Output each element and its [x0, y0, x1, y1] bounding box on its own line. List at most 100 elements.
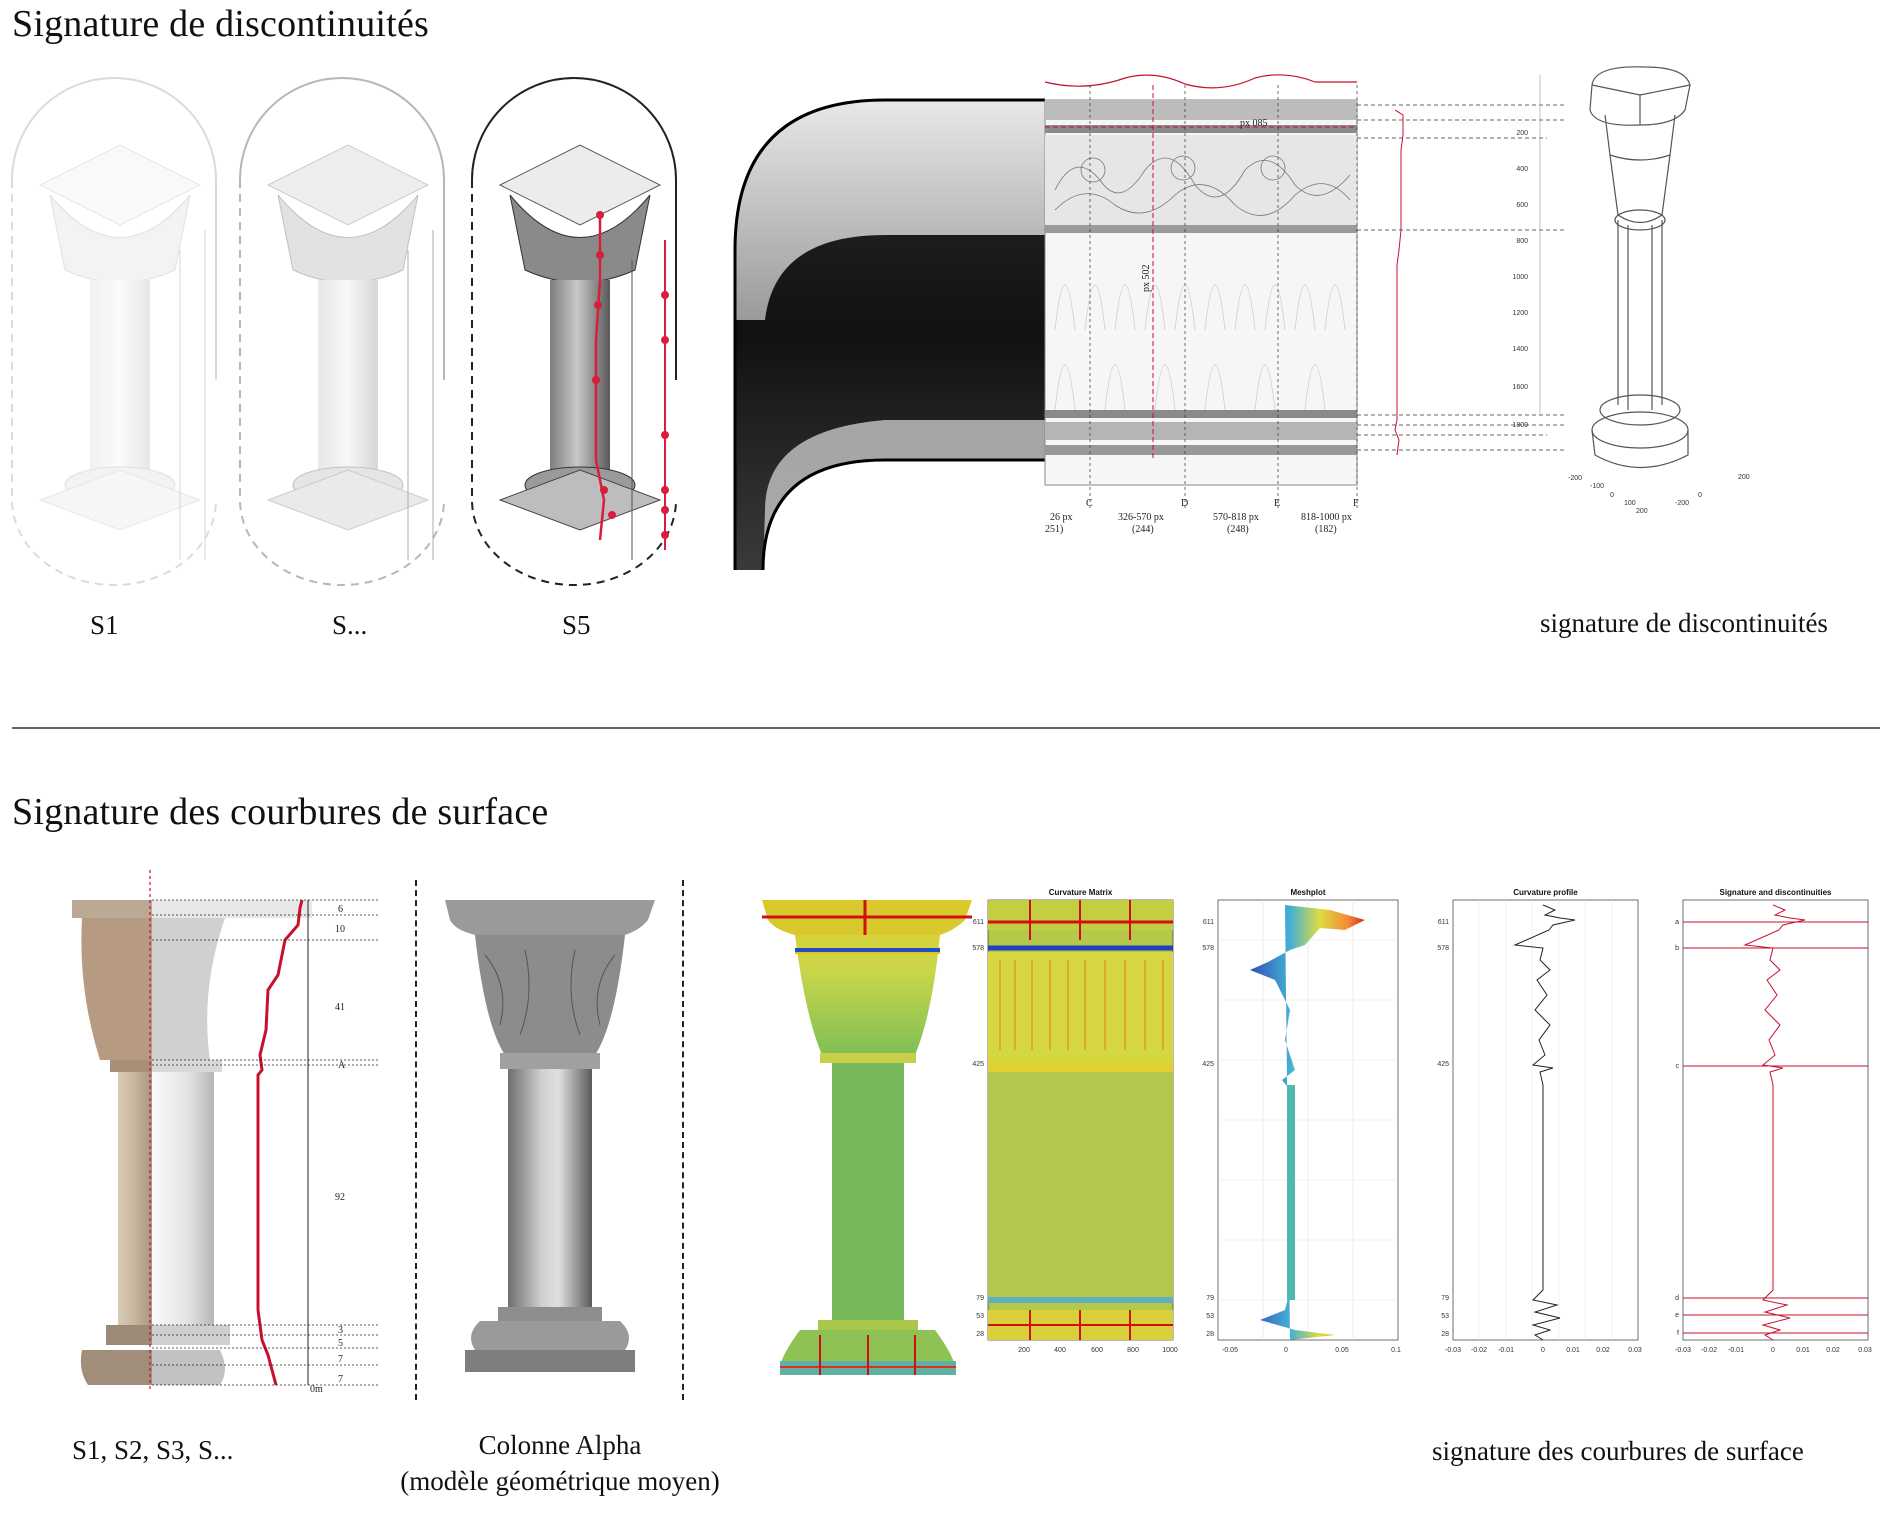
col-letter-e: E [1274, 498, 1280, 509]
col-letter-c: C [1086, 498, 1093, 509]
range-2-width: (244) [1132, 524, 1154, 535]
cp-x-2: -0.02 [1471, 1347, 1487, 1354]
cp-x-6: 0.02 [1596, 1347, 1610, 1354]
col-letter-f: F [1353, 498, 1359, 509]
cm-y-425: 425 [972, 1061, 984, 1068]
sd-x-1: -0.03 [1675, 1347, 1691, 1354]
sd-x-7: 0.03 [1858, 1347, 1872, 1354]
plot-curvature-matrix: 611 578 425 79 53 28 200 400 600 800 100… [972, 899, 1178, 1354]
seg-6: 6 [338, 904, 343, 915]
wf-base-5: 200 [1636, 508, 1648, 515]
plot-title-curvature-profile: Curvature profile [1513, 888, 1578, 897]
wf-tick-400: 400 [1516, 166, 1528, 173]
cm-x-800: 800 [1127, 1347, 1139, 1354]
wf-base-6: -200 [1675, 500, 1689, 507]
cp-x-1: -0.03 [1445, 1347, 1461, 1354]
caption-colonne-alpha-sub: (modèle géométrique moyen) [400, 1466, 720, 1496]
sd-x-3: -0.01 [1728, 1347, 1744, 1354]
range-1-width: 251) [1045, 524, 1063, 535]
sd-x-5: 0.01 [1796, 1347, 1810, 1354]
wf-tick-200: 200 [1516, 130, 1528, 137]
range-3: 570-818 px [1213, 512, 1259, 523]
sd-y-f: f [1677, 1330, 1679, 1337]
mp-x-01: 0.1 [1391, 1347, 1401, 1354]
capsule-s1 [11, 77, 217, 586]
seg-41: 41 [335, 1002, 345, 1013]
mp-y-578: 578 [1202, 945, 1214, 952]
plot-meshplot: 611 578 425 79 53 28 -0.05 0 0.05 0.1 [1202, 899, 1401, 1354]
mp-x-005: 0.05 [1335, 1347, 1349, 1354]
section-title-discontinuities: Signature de discontinuités [12, 3, 429, 45]
cp-y-611: 611 [1438, 919, 1449, 926]
cm-y-28: 28 [976, 1331, 984, 1338]
cp-y-425: 425 [1437, 1061, 1449, 1068]
mp-y-611: 611 [1203, 919, 1214, 926]
wf-tick-1800: 1800 [1512, 422, 1528, 429]
range-4: 818-1000 px [1301, 512, 1352, 523]
wf-tick-800: 800 [1516, 238, 1528, 245]
plot-title-meshplot: Meshplot [1290, 888, 1326, 897]
mp-x-neg005: -0.05 [1222, 1347, 1238, 1354]
wf-base-1: -200 [1568, 475, 1582, 482]
mp-y-28: 28 [1206, 1331, 1214, 1338]
seg-3: 3 [338, 1325, 343, 1336]
range-2: 326-570 px [1118, 512, 1164, 523]
caption-s1-s2-s3: S1, S2, S3, S... [72, 1435, 234, 1465]
caption-signature-curvatures: signature des courbures de surface [1432, 1436, 1804, 1466]
wf-base-3: 0 [1610, 492, 1614, 499]
wf-base-8: 200 [1738, 474, 1750, 481]
mp-y-79: 79 [1206, 1295, 1214, 1302]
sd-y-b: b [1675, 945, 1679, 952]
range-1: 26 px [1050, 512, 1073, 523]
plot-curvature-profile: 611 578 425 79 53 28 -0.03 -0.02 -0.01 0… [1437, 899, 1642, 1354]
section-divider [12, 727, 1880, 729]
seg-7a: 7 [338, 1354, 343, 1365]
cp-x-3: -0.01 [1498, 1347, 1514, 1354]
cp-x-4: 0 [1541, 1347, 1545, 1354]
seg-a: A [338, 1060, 346, 1071]
caption-s5: S5 [562, 610, 591, 640]
cp-y-578: 578 [1437, 945, 1449, 952]
marker-px-085: px 085 [1240, 118, 1268, 129]
mp-y-53: 53 [1206, 1313, 1214, 1320]
cm-y-611: 611 [973, 919, 984, 926]
cm-x-1000: 1000 [1162, 1347, 1178, 1354]
wf-tick-1400: 1400 [1512, 346, 1528, 353]
col-letter-d: D [1181, 498, 1188, 509]
wf-tick-1200: 1200 [1512, 310, 1528, 317]
cm-x-600: 600 [1091, 1347, 1103, 1354]
dashed-separator-2 [682, 880, 684, 1400]
sd-x-2: -0.02 [1701, 1347, 1717, 1354]
mp-x-0: 0 [1284, 1347, 1288, 1354]
caption-signature-discontinuities: signature de discontinuités [1540, 608, 1828, 638]
sd-y-a: a [1675, 919, 1679, 926]
colonne-alpha-render [445, 900, 655, 1372]
wf-tick-1000: 1000 [1512, 274, 1528, 281]
marker-px-502: px 502 [1141, 265, 1152, 293]
seg-5: 5 [338, 1338, 343, 1349]
column-capsules-panel [11, 77, 677, 586]
split-column-profile: 6 10 41 A 92 3 5 7 7 0m [72, 870, 380, 1395]
cp-y-28: 28 [1441, 1331, 1449, 1338]
wf-base-4: 100 [1624, 500, 1636, 507]
cp-x-7: 0.03 [1628, 1347, 1642, 1354]
section-title-curvatures: Signature des courbures de surface [12, 791, 549, 833]
sd-y-c: c [1676, 1063, 1680, 1070]
seg-92: 92 [335, 1192, 345, 1203]
cylinder-capital-render [733, 98, 1045, 571]
cp-y-79: 79 [1441, 1295, 1449, 1302]
profile-bottom: 0m [310, 1384, 323, 1395]
cp-x-5: 0.01 [1566, 1347, 1580, 1354]
discontinuity-connectors [1357, 104, 1567, 456]
plot-title-signature: Signature and discontinuities [1719, 888, 1832, 897]
mp-y-425: 425 [1202, 1061, 1214, 1068]
wireframe-column: 200 400 600 800 1000 1200 1400 1600 1800… [1512, 66, 1750, 515]
cm-y-578: 578 [972, 945, 984, 952]
range-4-width: (182) [1315, 524, 1337, 535]
sd-x-4: 0 [1771, 1347, 1775, 1354]
sd-y-d: d [1675, 1295, 1679, 1302]
dashed-separator-1 [415, 880, 417, 1400]
sd-y-e: e [1675, 1312, 1679, 1319]
cm-x-400: 400 [1054, 1347, 1066, 1354]
plot-title-curvature-matrix: Curvature Matrix [1048, 888, 1113, 897]
